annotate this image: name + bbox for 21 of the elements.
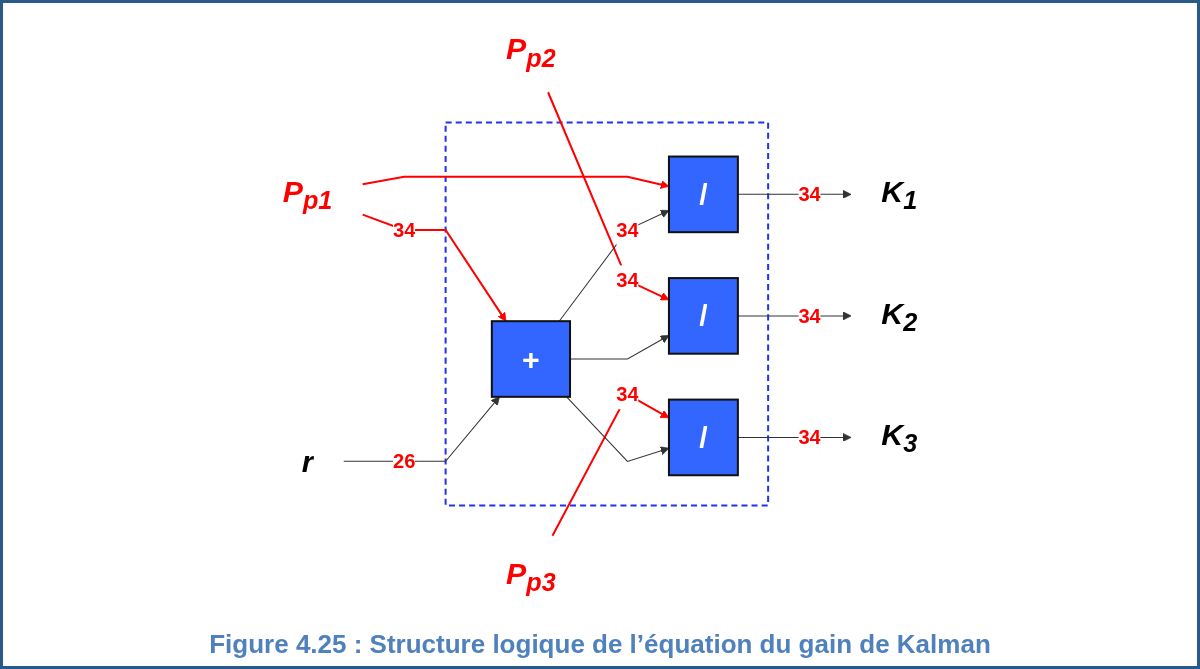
- edge-label: 34: [798, 426, 821, 449]
- edge-label: 34: [616, 269, 639, 292]
- node-box: /: [667, 155, 739, 234]
- node-text: K$_{3}$: [881, 418, 918, 458]
- figure-caption: Figure 4.25 : Structure logique de l’équation du gain de Kalman: [209, 629, 991, 660]
- edge-label: 34: [798, 304, 821, 327]
- edge-label: 34: [392, 218, 416, 242]
- edge-label: 34: [616, 218, 639, 242]
- node-text: K$_{1}$: [881, 174, 918, 215]
- node-box: +: [490, 320, 572, 398]
- node-box: /: [667, 398, 739, 477]
- node-text: K$_{2}$: [881, 296, 918, 336]
- cluster: [444, 121, 770, 507]
- node-box: /: [667, 277, 739, 355]
- node-text: P$_{p1}$: [282, 174, 333, 215]
- node-text: P$_{p3}$: [506, 556, 556, 597]
- node-text: P$_{p2}$: [506, 32, 556, 72]
- arrow: [362, 213, 507, 322]
- edge-label: 26: [392, 450, 416, 473]
- edge-label: 34: [798, 183, 821, 206]
- edge-label: 34: [616, 383, 639, 406]
